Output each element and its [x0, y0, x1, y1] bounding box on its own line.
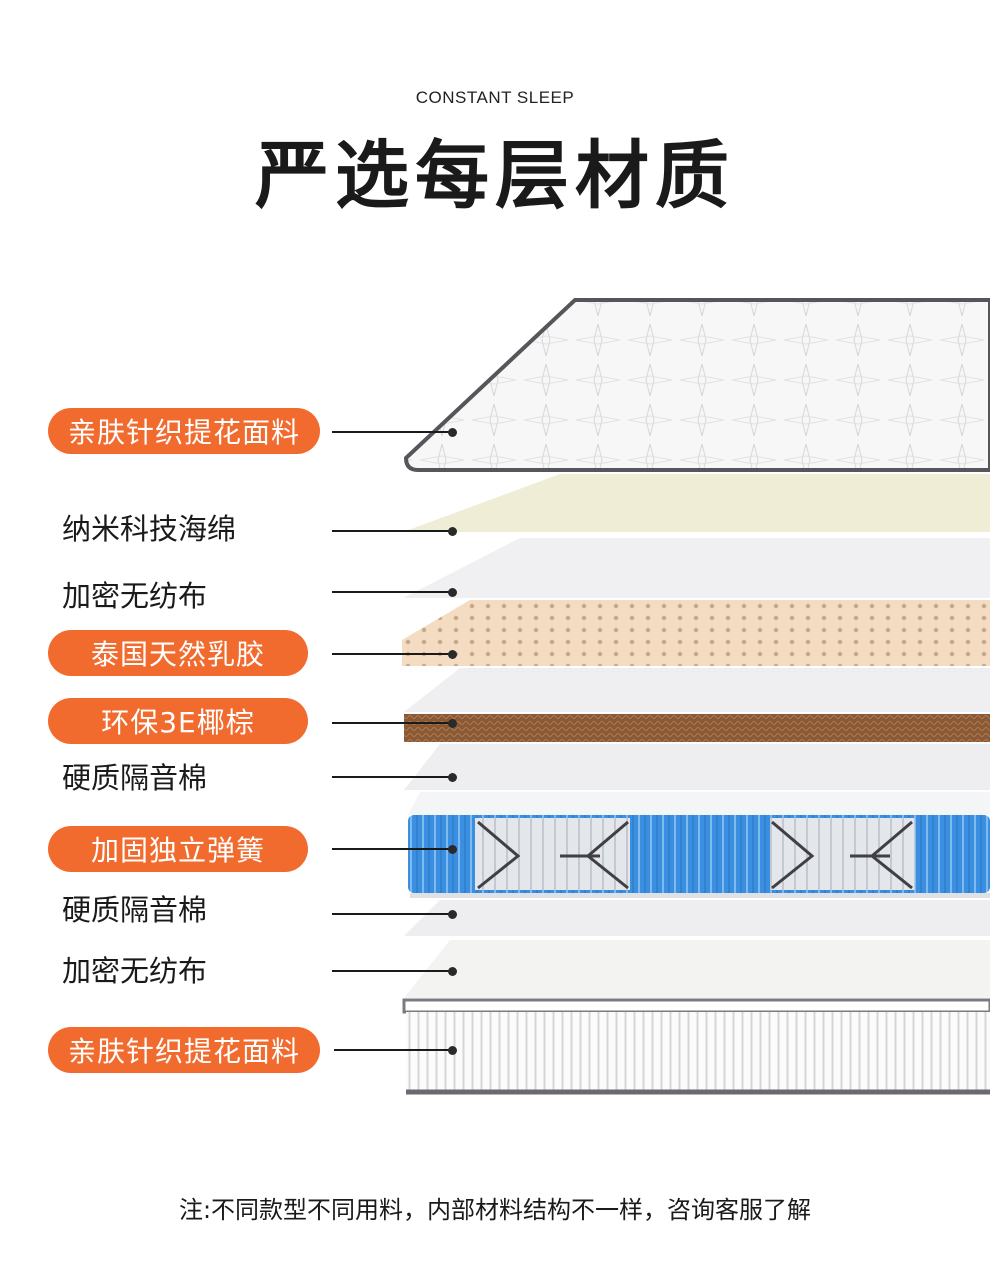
layer-label-latex: 泰国天然乳胶 [48, 630, 308, 676]
leader-line [332, 913, 452, 915]
leader-dot [448, 1046, 457, 1055]
page-title: 严选每层材质 [255, 133, 735, 219]
leader-dot [448, 719, 457, 728]
layer-label-nonwoven-bottom: 加密无纺布 [62, 954, 208, 988]
leader-line [332, 530, 452, 532]
leader-line [332, 970, 452, 972]
spring-detail-right [770, 818, 915, 890]
leader-line [332, 776, 452, 778]
spring-top-panel [408, 792, 990, 815]
soundproof-cotton-layer-top [404, 744, 990, 790]
layer-label-soundproof-top: 硬质隔音棉 [62, 761, 208, 795]
leader-dot [448, 910, 457, 919]
layer-label-knit-fabric-top: 亲肤针织提花面料 [48, 408, 320, 454]
leader-line [332, 431, 452, 433]
leader-line [332, 653, 452, 655]
layer-label-knit-fabric-bottom: 亲肤针织提花面料 [48, 1027, 320, 1073]
layer-label-springs: 加固独立弹簧 [48, 826, 308, 872]
spring-detail-left [475, 818, 630, 890]
leader-line [332, 848, 452, 850]
layer-label-soundproof-bottom: 硬质隔音棉 [62, 893, 208, 927]
leader-line [334, 1049, 452, 1051]
leader-dot [448, 967, 457, 976]
leader-line [332, 722, 452, 724]
soundproof-cotton-layer-bottom [404, 900, 990, 936]
felt-layer [404, 668, 990, 712]
nonwoven-layer-bottom [404, 940, 990, 998]
leader-dot [448, 588, 457, 597]
bottom-cover-layer [406, 1012, 990, 1092]
coir-layer [404, 714, 990, 742]
leader-dot [448, 527, 457, 536]
top-cover-layer [403, 298, 990, 472]
layer-label-coir: 环保3E椰棕 [48, 698, 308, 744]
leader-dot [448, 773, 457, 782]
layer-label-nonwoven-top: 加密无纺布 [62, 579, 208, 613]
leader-dot [448, 845, 457, 854]
latex-layer [402, 600, 990, 666]
footer-note: 注:不同款型不同用料，内部材料结构不一样，咨询客服了解 [178, 1196, 812, 1224]
nonwoven-layer-top [403, 538, 990, 598]
leader-dot [448, 428, 457, 437]
leader-dot [448, 650, 457, 659]
layer-label-nano-sponge: 纳米科技海绵 [62, 512, 237, 546]
brand-subtitle: CONSTANT SLEEP [415, 88, 575, 107]
sponge-layer [403, 474, 990, 532]
leader-line [332, 591, 452, 593]
